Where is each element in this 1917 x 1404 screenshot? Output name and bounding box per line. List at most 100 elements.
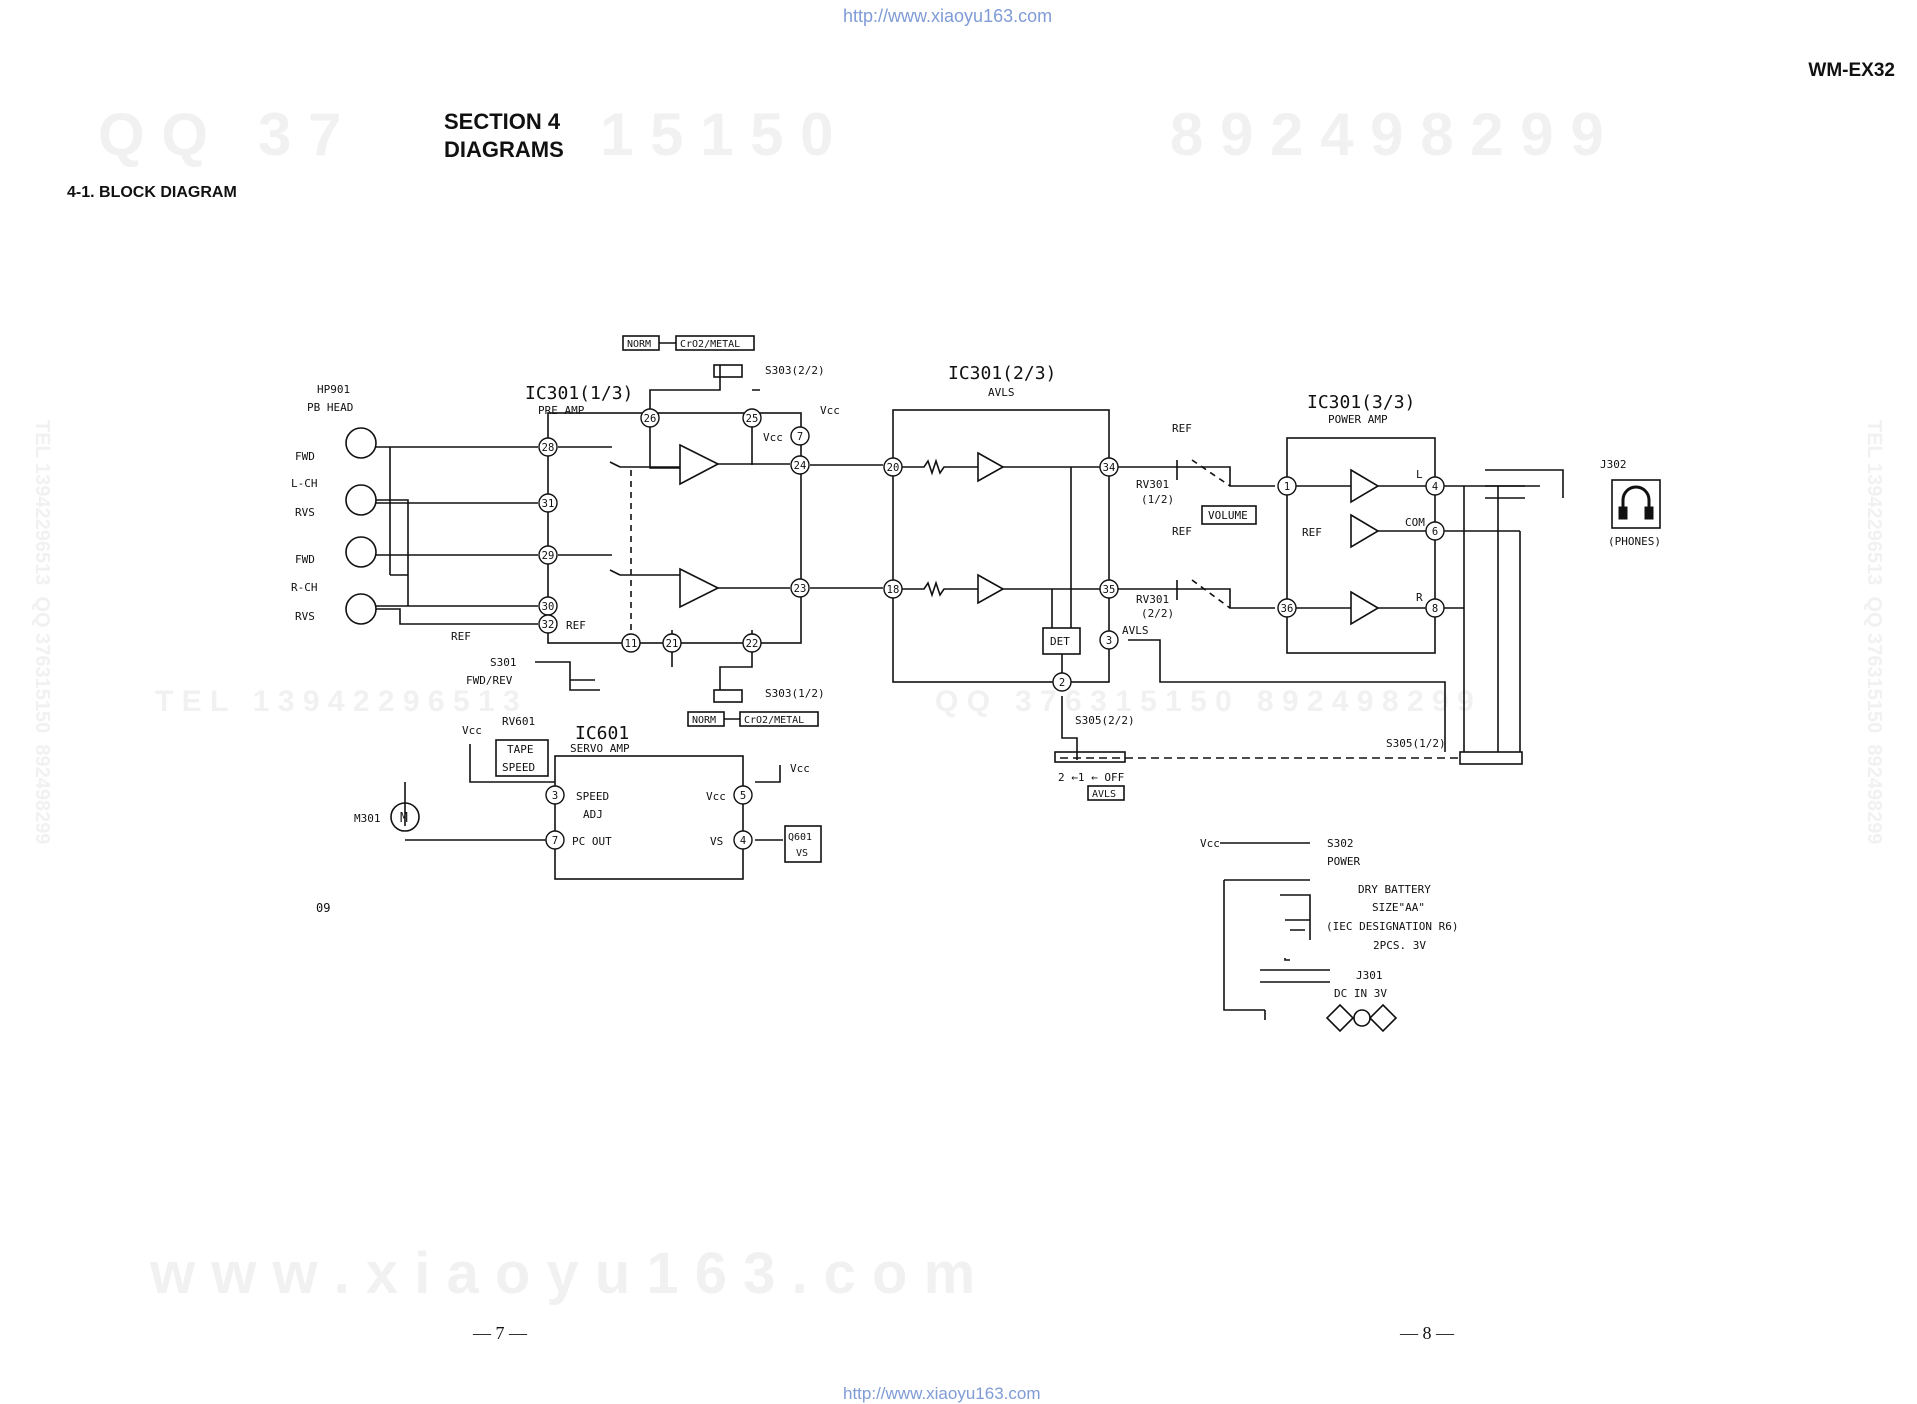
url-top[interactable]: http://www.xiaoyu163.com: [843, 6, 1053, 26]
url-bottom[interactable]: http://www.xiaoyu163.com: [843, 1384, 1041, 1403]
section-line-2: DIAGRAMS: [444, 137, 564, 162]
pin-5-servo: 5: [740, 790, 746, 802]
avls-switch-label: AVLS: [1092, 789, 1116, 800]
pin-6: 6: [1432, 526, 1438, 538]
l-out: L: [1416, 468, 1423, 481]
pin-21: 21: [666, 638, 679, 650]
pc-out-label: PC OUT: [572, 835, 612, 848]
cro2-bottom: CrO2/METAL: [744, 715, 804, 726]
ic301-pwr-sub: POWER AMP: [1328, 413, 1388, 426]
q601-label: Q601: [788, 832, 812, 843]
vcc-power: Vcc: [1200, 837, 1220, 850]
section-title: SECTION 4 DIAGRAMS: [444, 108, 564, 164]
pin-2: 2: [1059, 677, 1065, 689]
page-number-left: — 7 —: [473, 1323, 527, 1343]
pin-36: 36: [1281, 603, 1294, 615]
s303-bottom-switch: [713, 689, 743, 703]
pin-7-servo: 7: [552, 835, 558, 847]
subsection-title: 4-1. BLOCK DIAGRAM: [67, 184, 237, 201]
ref-vol-top: REF: [1172, 422, 1192, 435]
ic301-pwr-title: IC301(3/3): [1307, 392, 1415, 413]
norm-top: NORM: [627, 339, 651, 350]
phones-jack-box: [1611, 479, 1661, 529]
m301-label: M301: [354, 812, 381, 825]
watermark-row1-mid: 1 5 1 5 0: [600, 101, 834, 168]
tape-label: TAPE: [507, 743, 534, 756]
s305-right-switch: [1459, 751, 1523, 765]
avls-out-label: AVLS: [1122, 624, 1149, 637]
pin-23: 23: [794, 583, 807, 595]
ref-code: 09: [316, 901, 330, 915]
pin-numbers: 28 31 29 30 32 26 25 7 24 23 11 21 22 20…: [542, 413, 1438, 847]
fwd-rev-label: FWD/REV: [466, 674, 513, 687]
motor-circle: [390, 802, 420, 832]
j301-label: J301: [1356, 969, 1383, 982]
r-ch: R-CH: [291, 581, 318, 594]
watermark-side-left: TEL 13942296513 QQ 376315150 892498299: [31, 420, 53, 845]
pin-31: 31: [542, 498, 555, 510]
ref-pre: REF: [566, 619, 586, 632]
s303-a: S303(2/2): [765, 364, 825, 377]
vs-servo: VS: [710, 835, 723, 848]
pin-1: 1: [1284, 481, 1290, 493]
vcc-servo-top: Vcc: [790, 762, 810, 775]
pin-8: 8: [1432, 603, 1438, 615]
page-number-right: — 8 —: [1400, 1323, 1454, 1343]
adj-label: ADJ: [583, 808, 603, 821]
pin-circles: [538, 408, 1445, 850]
speed-label-box: SPEED: [502, 761, 535, 774]
pin-25: 25: [746, 413, 759, 425]
avls-label-box: [1087, 785, 1125, 801]
s302-label: S302: [1327, 837, 1354, 850]
s303-b: S303(1/2): [765, 687, 825, 700]
norm-bottom: NORM: [692, 715, 716, 726]
fwd-1: FWD: [295, 450, 315, 463]
watermark-row2-right: Q Q 3 7 6 3 1 5 1 5 0 8 9 2 4 9 8 2 9 9: [935, 685, 1474, 718]
vcc-pre-in: Vcc: [763, 431, 783, 444]
rvs-2: RVS: [295, 610, 315, 623]
head-label: HP901: [317, 383, 350, 396]
pin-7: 7: [797, 431, 803, 443]
pcs-3v: 2PCS. 3V: [1373, 939, 1426, 952]
fwd-2: FWD: [295, 553, 315, 566]
s303-top-switch: [713, 364, 743, 378]
dry-battery: DRY BATTERY: [1358, 883, 1431, 896]
vcc-pre-top: Vcc: [820, 404, 840, 417]
pin-32: 32: [542, 619, 555, 631]
rv601-label: RV601: [502, 715, 535, 728]
s305-positions: 2 ←1 ← OFF: [1058, 771, 1124, 784]
q601-vs: VS: [796, 848, 808, 859]
pin-20: 20: [887, 462, 900, 474]
ref-left: REF: [451, 630, 471, 643]
volume-label: VOLUME: [1208, 509, 1248, 522]
pin-24: 24: [794, 460, 807, 472]
pin-30: 30: [542, 601, 555, 613]
pin-4-pwr: 4: [1432, 481, 1438, 493]
r-out: R: [1416, 591, 1423, 604]
rv301-top: RV301: [1136, 478, 1169, 491]
iec-designation: (IEC DESIGNATION R6): [1326, 920, 1458, 933]
watermark-side-right: TEL 13942296513 QQ 376315150 892498299: [1863, 420, 1885, 845]
speed-label: SPEED: [576, 790, 609, 803]
l-ch: L-CH: [291, 477, 318, 490]
headphones-icon: [1618, 485, 1654, 520]
watermark-row1-right: 8 9 2 4 9 8 2 9 9: [1170, 101, 1604, 168]
ref-vol-bottom: REF: [1172, 525, 1192, 538]
volume-box: [1201, 505, 1257, 525]
vcc-rv601: Vcc: [462, 724, 482, 737]
pin-11: 11: [625, 638, 638, 650]
det-label: DET: [1050, 635, 1070, 648]
pin-34: 34: [1103, 462, 1116, 474]
ic601-title: IC601: [575, 723, 629, 744]
com-out: COM: [1405, 516, 1425, 529]
diagram-labels: IC301(1/3) PRE AMP IC301(2/3) AVLS IC301…: [291, 339, 1661, 1000]
cro2-top: CrO2/METAL: [680, 339, 740, 350]
pin-22: 22: [746, 638, 759, 650]
phones-label: (PHONES): [1608, 535, 1661, 548]
size-aa: SIZE"AA": [1372, 901, 1425, 914]
pin-4-servo: 4: [740, 835, 746, 847]
watermark-row2-left: T E L 1 3 9 4 2 2 9 6 5 1 3: [155, 685, 520, 718]
pin-29: 29: [542, 550, 555, 562]
j302-label: J302: [1600, 458, 1627, 471]
